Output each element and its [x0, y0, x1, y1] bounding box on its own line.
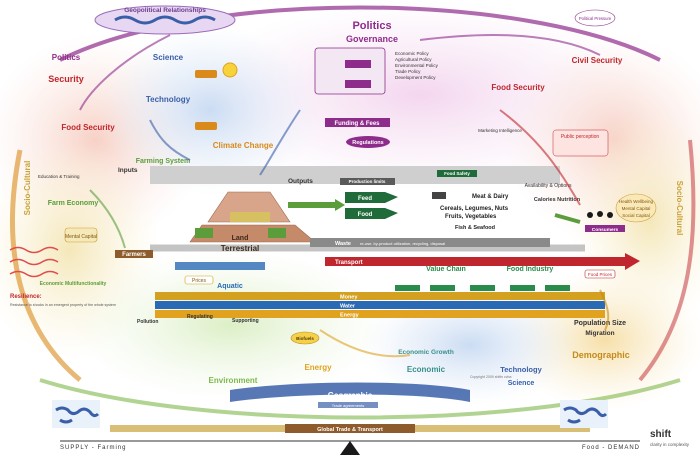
fish-seafood-label: Fish & Seafood — [455, 225, 495, 231]
supporting-label: Supporting — [232, 318, 259, 324]
science-title: Science — [153, 53, 184, 62]
economic-title: Economic — [407, 365, 446, 374]
aquatic-title: Aquatic — [217, 283, 243, 290]
economic-multifunctionality-label: Economic Multifunctionality — [40, 281, 107, 287]
svg-text:Environmental Policy: Environmental Policy — [395, 63, 439, 68]
climate-change-title: Climate Change — [213, 141, 274, 150]
copyright-label: Copyright 2009 shiftn cvba — [470, 375, 511, 379]
food-security-left-title: Food Security — [61, 123, 115, 132]
education-training-label: Education & Training — [38, 174, 80, 179]
health-wellbeing-label: Health Wellbeing — [619, 199, 653, 204]
brand-logo: shift — [650, 429, 672, 440]
svg-text:Economic Policy: Economic Policy — [395, 51, 429, 56]
environment-title: Environment — [209, 376, 258, 385]
food-industry-title: Food Industry — [507, 266, 554, 273]
terrestrial-title: Terrestrial — [221, 244, 260, 253]
brand-tagline: clarity in complexity — [650, 442, 690, 447]
food-prices-label: Food Prices — [588, 272, 613, 277]
resilience-note: Resistance to shocks in an emergent prop… — [10, 303, 116, 307]
cereals-label: Cereals, Legumes, Nuts — [440, 206, 509, 212]
social-capital-label: Social Capital — [622, 213, 650, 218]
meat-dairy-label: Meat & Dairy — [472, 194, 509, 200]
water-label: Water — [340, 304, 356, 310]
pollution-label: Pollution — [137, 319, 158, 325]
supply-label: SUPPLY - Farming — [60, 445, 126, 451]
food-box: Food — [358, 212, 373, 218]
environment-zone — [70, 250, 390, 400]
energy-title: Energy — [304, 363, 332, 372]
politics-left-title: Politics — [52, 53, 81, 62]
outputs-label: Outputs — [288, 178, 313, 185]
consumer-person-icon — [607, 212, 613, 218]
governance-title: Governance — [346, 34, 398, 44]
consumers-box: Consumers — [592, 227, 619, 233]
prices-label: Prices — [192, 278, 206, 284]
global-trade-label: Global Trade & Transport — [317, 427, 383, 433]
food-safety-label: Food Safety — [444, 171, 470, 176]
farmers-box: Farmers — [122, 252, 146, 258]
demand-label: Food - DEMAND — [582, 445, 640, 451]
mental-capital-label: Mental Capital — [622, 206, 651, 211]
land-title: Land — [232, 235, 249, 242]
farm-economy-title: Farm Economy — [48, 200, 99, 207]
economic-growth-label: Economic Growth — [398, 349, 454, 356]
demographic-title: Demographic — [572, 350, 630, 360]
political-pressure-label: Political Pressure — [579, 16, 612, 21]
geopolitical-title: Geopolitical Relationships — [124, 7, 206, 14]
svg-text:Development Policy: Development Policy — [395, 75, 436, 80]
consumer-person-icon — [587, 212, 593, 218]
socio-cultural-right-title: Socio-Cultural — [675, 181, 684, 236]
technology-bottom-title: Technology — [500, 365, 542, 374]
transport-label: Transport — [335, 260, 363, 266]
farming-system-title: Farming System — [136, 158, 190, 165]
biofuels-label: Biofuels — [296, 336, 314, 341]
food-security-right-title: Food Security — [491, 83, 545, 92]
resilience-label: Resilience: — [10, 294, 42, 300]
science-bottom-title: Science — [508, 380, 535, 387]
population-size-label: Population Size — [574, 320, 626, 327]
civil-security-title: Civil Security — [572, 56, 623, 65]
technology-title: Technology — [146, 95, 191, 104]
migration-label: Migration — [585, 330, 614, 337]
calories-nutrition-label: Calories Nutrition — [534, 197, 581, 203]
svg-text:Agricultural Policy: Agricultural Policy — [395, 57, 432, 62]
public-perception-label: Public perception — [561, 134, 600, 140]
geographic-title: Geographic — [328, 391, 373, 400]
consumer-person-icon — [597, 211, 603, 217]
security-left-title: Security — [48, 74, 84, 84]
feed-box: Feed — [358, 196, 372, 202]
funding-fees-box: Funding & Fees — [335, 121, 381, 127]
money-label: Money — [340, 295, 358, 301]
trade-agreements-label: Trade agreements — [332, 403, 365, 408]
value-chain-title: Value Chain — [426, 266, 466, 273]
waste-label: Waste — [335, 241, 351, 247]
socio-cultural-left-title: Socio-Cultural — [23, 161, 32, 216]
cow-icon — [432, 192, 446, 199]
availability-options-label: Availability & Options — [525, 183, 572, 189]
inputs-label: Inputs — [118, 167, 138, 174]
regulating-label: Regulating — [187, 314, 213, 320]
energy-bar-label: Energy — [340, 313, 360, 319]
waste-note: re-use, by-product utilization, recyclin… — [360, 241, 445, 246]
sun-icon — [222, 62, 238, 78]
regulations-box: Regulations — [352, 140, 383, 146]
politics-title: Politics — [352, 20, 391, 32]
svg-text:Trade Policy: Trade Policy — [395, 69, 421, 74]
mental-capital-left-label: Mental Capital — [65, 234, 97, 240]
production-limits-label: Production limits — [349, 179, 386, 184]
marketing-label: Marketing Intelligence — [478, 128, 522, 133]
fruits-veg-label: Fruits, Vegetables — [445, 214, 497, 220]
science-zone — [100, 25, 320, 195]
